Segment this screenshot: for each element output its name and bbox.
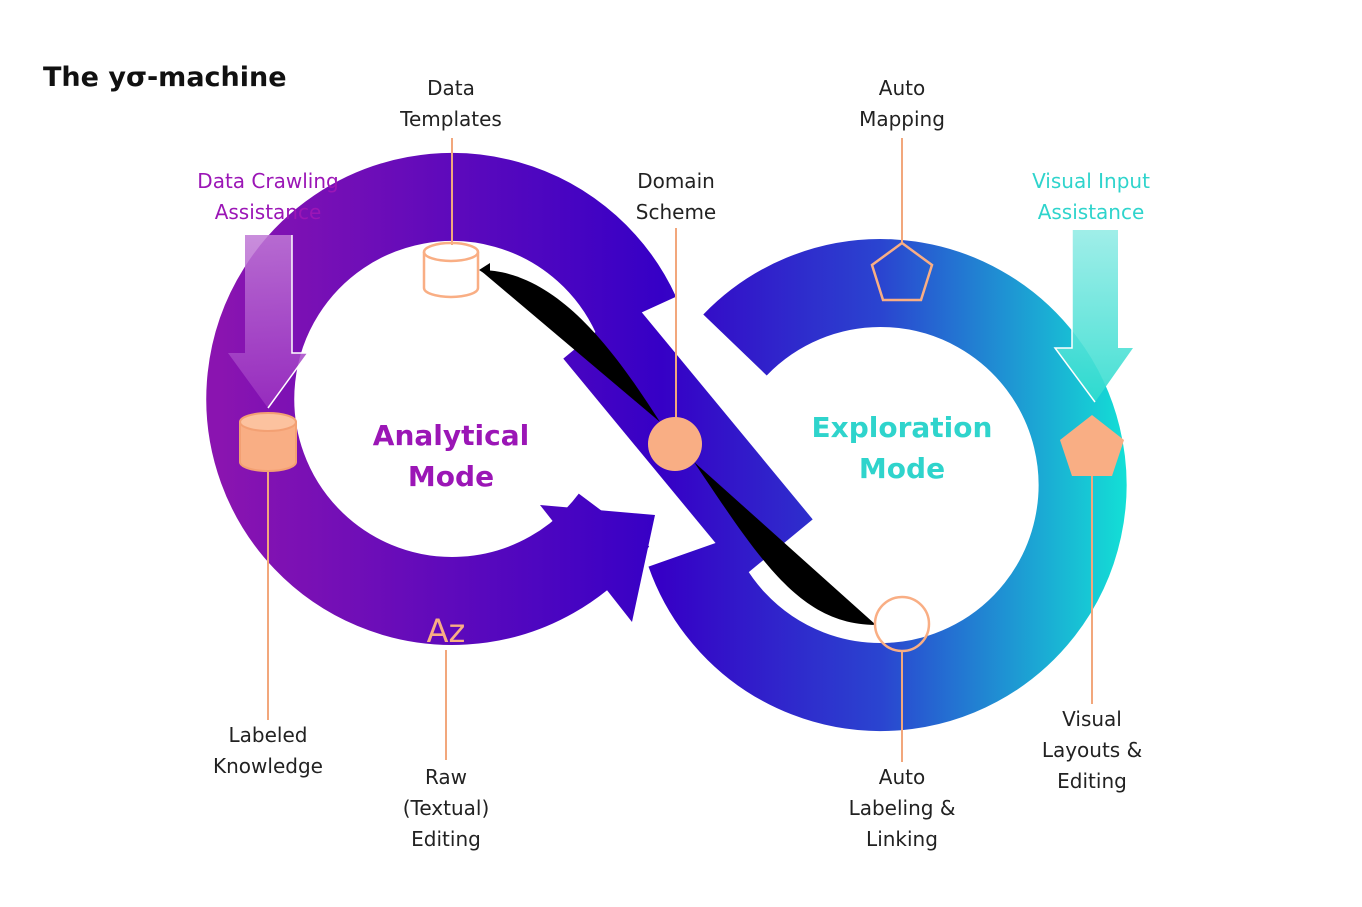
visual-input-arrow	[1053, 230, 1133, 403]
svg-text:Templates: Templates	[399, 107, 502, 131]
leader-lines	[267, 138, 1093, 762]
pentagon-icon	[1060, 415, 1124, 476]
svg-text:Raw: Raw	[425, 765, 467, 789]
visual-layouts-label: Visual Layouts & Editing	[1042, 707, 1142, 793]
az-text-icon: Az	[427, 612, 466, 650]
svg-text:Auto: Auto	[879, 76, 925, 100]
analytical-mode-label: Analytical Mode	[373, 419, 529, 493]
raw-editing-label: Raw (Textual) Editing	[403, 765, 490, 851]
visual-input-label: Visual Input Assistance	[1032, 169, 1150, 224]
svg-text:Mapping: Mapping	[859, 107, 945, 131]
svg-text:Assistance: Assistance	[1038, 200, 1145, 224]
svg-text:(Textual): (Textual)	[403, 796, 490, 820]
svg-text:Editing: Editing	[1057, 769, 1127, 793]
database-cylinder-icon	[239, 412, 297, 472]
auto-labeling-label: Auto Labeling & Linking	[849, 765, 956, 851]
svg-text:Analytical: Analytical	[373, 419, 529, 452]
svg-text:Data: Data	[427, 76, 475, 100]
svg-text:Labeled: Labeled	[229, 723, 308, 747]
svg-text:Editing: Editing	[411, 827, 481, 851]
pentagon-outline-icon	[870, 241, 934, 302]
auto-mapping-label: Auto Mapping	[859, 76, 945, 131]
svg-text:Layouts &: Layouts &	[1042, 738, 1142, 762]
data-templates-label: Data Templates	[399, 76, 502, 131]
database-cylinder-outline-icon	[422, 241, 480, 299]
svg-text:Labeling &: Labeling &	[849, 796, 956, 820]
svg-text:Scheme: Scheme	[636, 200, 716, 224]
svg-text:Domain: Domain	[637, 169, 715, 193]
svg-text:Mode: Mode	[859, 452, 945, 485]
svg-text:Data Crawling: Data Crawling	[197, 169, 338, 193]
svg-text:Assistance: Assistance	[215, 200, 322, 224]
svg-text:Auto: Auto	[879, 765, 925, 789]
circle-outline-icon	[873, 595, 931, 653]
data-crawling-label: Data Crawling Assistance	[197, 169, 338, 224]
exploration-mode-label: Exploration Mode	[812, 411, 993, 485]
labeled-knowledge-label: Labeled Knowledge	[213, 723, 323, 778]
svg-text:Exploration: Exploration	[812, 411, 993, 444]
page-title: The yσ-machine	[43, 62, 287, 93]
data-crawling-arrow	[228, 235, 310, 409]
svg-text:Linking: Linking	[866, 827, 938, 851]
circle-icon	[648, 417, 702, 471]
domain-scheme-label: Domain Scheme	[636, 169, 716, 224]
svg-text:Visual Input: Visual Input	[1032, 169, 1150, 193]
svg-text:Knowledge: Knowledge	[213, 754, 323, 778]
svg-text:Visual: Visual	[1062, 707, 1122, 731]
flow-arrowhead	[540, 505, 655, 622]
svg-text:Mode: Mode	[408, 460, 494, 493]
